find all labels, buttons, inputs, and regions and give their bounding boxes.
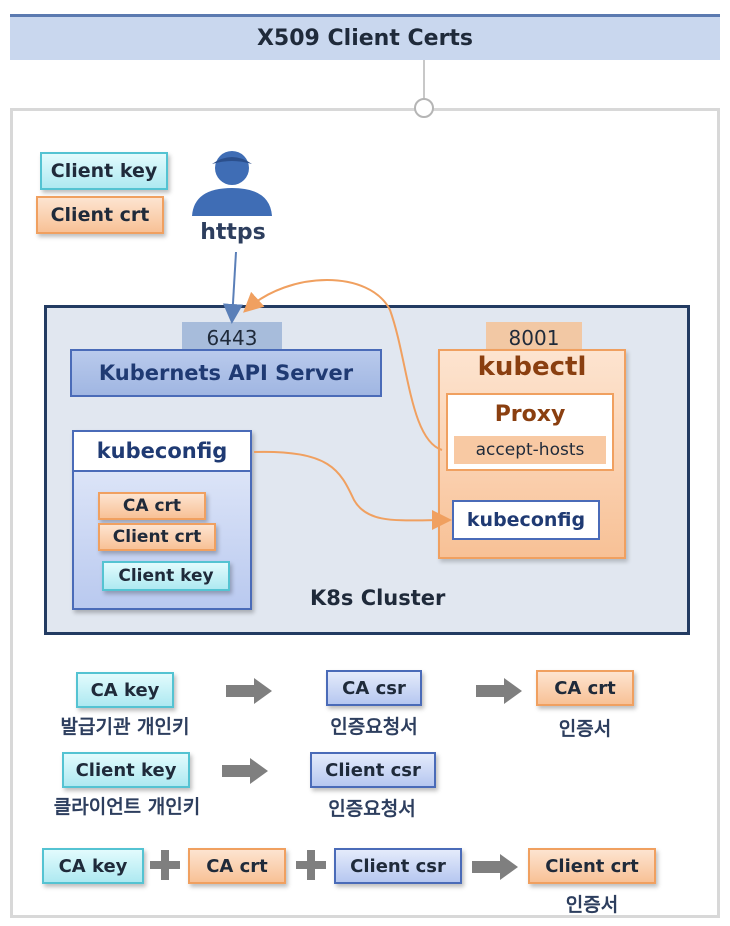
kubeconfig-client-key: Client key xyxy=(102,561,230,591)
flow1-ca-crt-desc: 인증서 xyxy=(558,718,612,740)
flow2-client-key: Client key xyxy=(62,752,190,788)
flow1-ca-csr: CA csr xyxy=(326,670,422,706)
cluster-label: K8s Cluster xyxy=(310,586,446,610)
kubeconfig-ca-crt: CA crt xyxy=(98,492,206,520)
page-title: X509 Client Certs xyxy=(10,14,720,60)
kubeconfig-title: kubeconfig xyxy=(72,430,252,472)
kubectl-title: kubectl xyxy=(477,352,587,382)
flow3-client-csr: Client csr xyxy=(334,848,462,884)
accept-hosts-label: accept-hosts xyxy=(454,436,606,464)
flow1-ca-crt: CA crt xyxy=(536,670,634,706)
flow3-client-crt-desc: 인증서 xyxy=(565,894,619,916)
flow1-arrow-2 xyxy=(476,678,522,704)
flow2-arrow xyxy=(222,758,268,784)
connector-line xyxy=(423,60,425,100)
flow1-ca-key-desc: 발급기관 개인키 xyxy=(60,716,190,738)
kubeconfig-client-crt: Client crt xyxy=(98,523,216,551)
flow3-client-crt: Client crt xyxy=(528,848,656,884)
flow2-client-csr-desc: 인증요청서 xyxy=(328,798,416,820)
flow1-ca-key: CA key xyxy=(76,672,174,708)
kubectl-kubeconfig: kubeconfig xyxy=(452,500,600,540)
connector-dot xyxy=(414,98,434,118)
client-key-doc: Client key xyxy=(40,152,168,190)
flow1-ca-csr-desc: 인증요청서 xyxy=(330,716,418,738)
api-server-box: Kubernets API Server xyxy=(70,349,382,397)
flow3-ca-crt: CA crt xyxy=(188,848,286,884)
flow2-client-key-desc: 클라이언트 개인키 xyxy=(53,796,201,818)
flow3-ca-key: CA key xyxy=(42,848,144,884)
https-label: https xyxy=(200,220,266,245)
plus-icon xyxy=(296,850,326,880)
flow3-arrow xyxy=(472,854,518,880)
api-port: 6443 xyxy=(182,322,282,354)
flow2-client-csr: Client csr xyxy=(310,752,436,788)
user-icon xyxy=(192,151,272,216)
kubectl-port: 8001 xyxy=(486,322,582,354)
client-crt-doc: Client crt xyxy=(36,196,164,234)
proxy-label: Proxy xyxy=(494,402,566,427)
plus-icon xyxy=(150,850,180,880)
flow1-arrow-1 xyxy=(226,678,272,704)
